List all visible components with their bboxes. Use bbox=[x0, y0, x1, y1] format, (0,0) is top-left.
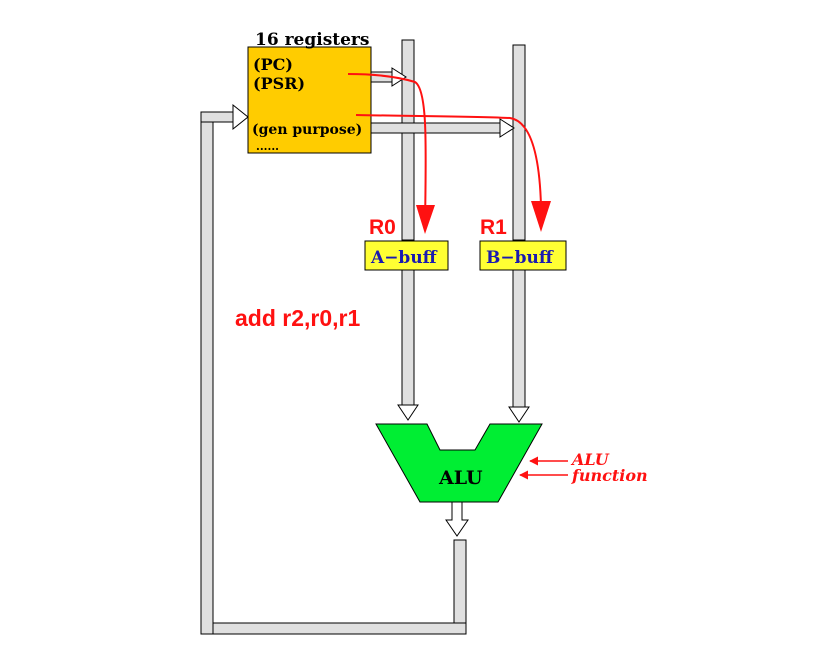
writeback-arrowhead bbox=[232, 103, 249, 131]
b-buffer-label: B−buff bbox=[486, 248, 554, 268]
register-file: 16 registers (PC) (PSR) (gen purpose) ..… bbox=[247, 30, 372, 154]
writeback-bus-right-segment bbox=[453, 539, 467, 635]
a-bus-upper bbox=[401, 39, 415, 241]
register-to-b-bus-arrow bbox=[370, 118, 515, 138]
alu-label: ALU bbox=[438, 467, 483, 489]
a-buffer-box bbox=[364, 240, 449, 271]
b-buffer: R1 B−buff bbox=[479, 216, 567, 271]
b-bus-lower bbox=[512, 269, 526, 408]
alu-function-label-line2: function bbox=[571, 466, 648, 485]
a-buffer-label: A−buff bbox=[370, 248, 438, 268]
b-bus-arrowhead bbox=[508, 406, 530, 423]
a-bus-lower bbox=[401, 269, 415, 406]
register-gen-label: (gen purpose) bbox=[252, 122, 362, 138]
b-buffer-box bbox=[479, 240, 567, 271]
a-buffer: R0 A−buff bbox=[364, 216, 449, 271]
writeback-bus-top-segment bbox=[200, 111, 234, 123]
alu-shape bbox=[375, 423, 543, 503]
r0-flow-arrow bbox=[347, 73, 435, 234]
register-file-title: 16 registers bbox=[255, 30, 369, 50]
writeback-bus bbox=[200, 103, 467, 635]
alu-output-arrow bbox=[445, 501, 469, 537]
r1-flow-arrow bbox=[355, 114, 551, 232]
a-buffer-register-label: R0 bbox=[369, 216, 396, 239]
register-file-box bbox=[247, 46, 372, 154]
b-buffer-register-label: R1 bbox=[480, 216, 507, 239]
a-bus-arrowhead bbox=[397, 404, 419, 421]
writeback-bus-left-segment bbox=[200, 111, 214, 635]
register-more-label: ...... bbox=[256, 140, 279, 153]
register-psr-label: (PSR) bbox=[253, 74, 305, 93]
instruction-text: add r2,r0,r1 bbox=[235, 305, 360, 331]
alu: ALU bbox=[375, 423, 543, 537]
b-bus bbox=[508, 44, 530, 423]
alu-function-label-line1: ALU bbox=[570, 450, 610, 469]
b-bus-upper bbox=[512, 44, 526, 241]
alu-function-control: ALU function bbox=[519, 450, 648, 485]
register-pc-label: (PC) bbox=[253, 55, 293, 74]
a-bus bbox=[397, 39, 419, 421]
writeback-bus-bottom-segment bbox=[200, 622, 467, 635]
